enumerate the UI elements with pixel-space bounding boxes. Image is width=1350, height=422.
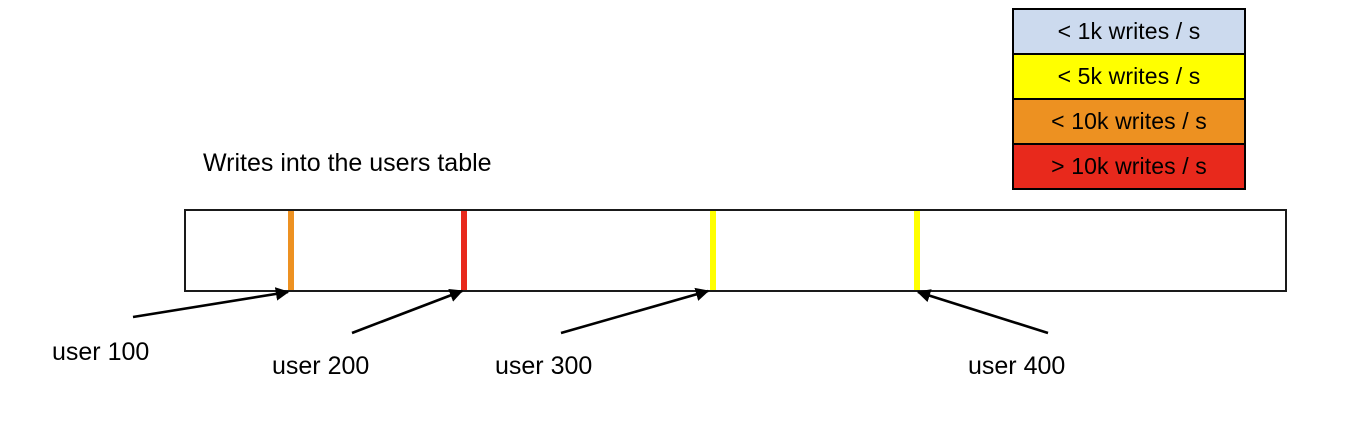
marker-user-200 [461, 211, 467, 290]
arrow-user-200 [351, 289, 464, 335]
annotation-label-user-200: user 200 [272, 352, 370, 380]
annotation-label-user-100: user 100 [52, 338, 150, 366]
legend-label: < 1k writes / s [1057, 18, 1201, 44]
legend-row-lt-5k: < 5k writes / s [1014, 55, 1244, 100]
arrow-user-100 [132, 287, 290, 319]
legend-label: > 10k writes / s [1051, 153, 1207, 179]
legend-row-lt-10k: < 10k writes / s [1014, 100, 1244, 145]
marker-user-300 [710, 211, 716, 290]
legend-row-lt-1k: < 1k writes / s [1014, 10, 1244, 55]
legend-label: < 10k writes / s [1051, 108, 1207, 134]
annotation-label-user-300: user 300 [495, 352, 593, 380]
legend-row-gt-10k: > 10k writes / s [1014, 145, 1244, 188]
marker-user-100 [288, 211, 294, 290]
legend-label: < 5k writes / s [1057, 63, 1201, 89]
arrow-user-300 [560, 287, 710, 335]
legend: < 1k writes / s < 5k writes / s < 10k wr… [1012, 8, 1246, 190]
marker-user-400 [914, 211, 920, 290]
users-table-keyspace-bar [184, 209, 1287, 292]
arrow-user-400 [916, 289, 1049, 335]
chart-title: Writes into the users table [203, 149, 492, 177]
annotation-label-user-400: user 400 [968, 352, 1066, 380]
